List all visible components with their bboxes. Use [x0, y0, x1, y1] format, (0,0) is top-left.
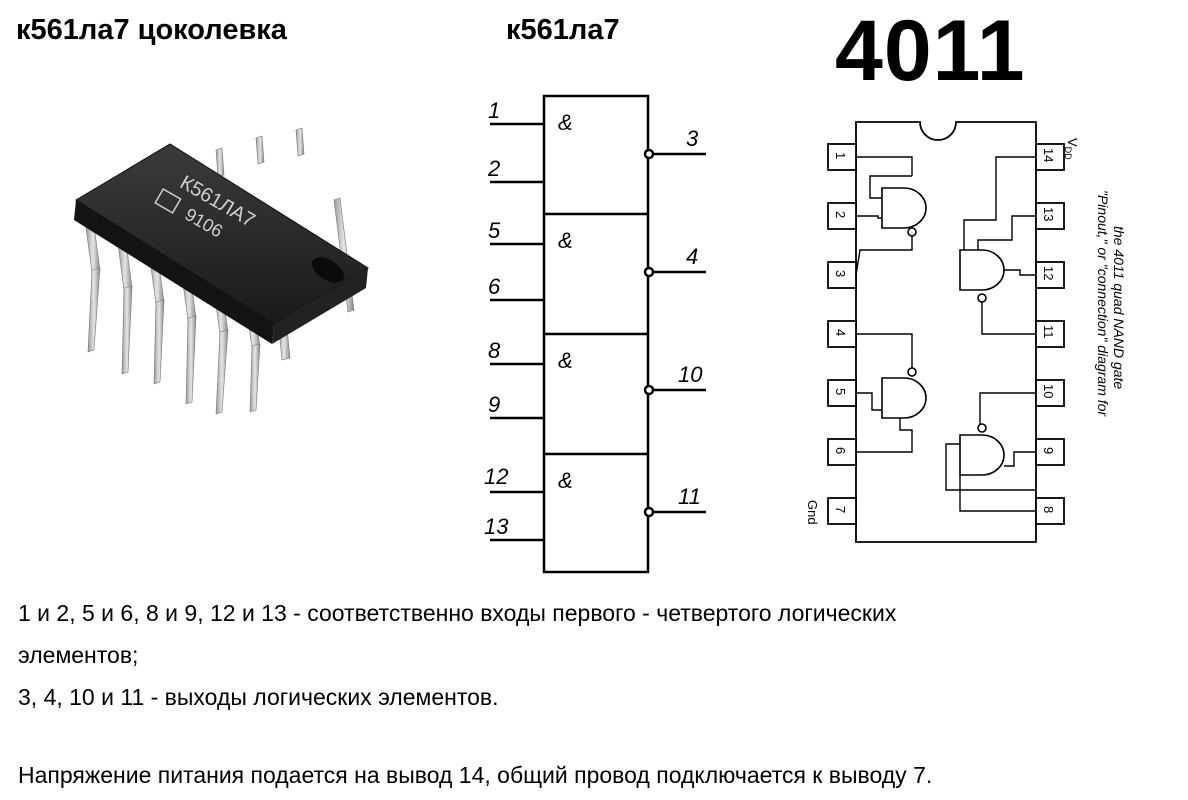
pinout-caption-2: the 4011 quad NAND gate: [1111, 226, 1127, 389]
cmos-title: 4011: [835, 3, 1026, 99]
chip-photo: К561ЛА7 9106: [74, 127, 369, 415]
pinout-pin-5: 5: [833, 388, 848, 395]
pin-label-6: 6: [488, 274, 501, 299]
gate-symbol-3: &: [558, 348, 573, 373]
pinout-pin-10: 10: [1041, 384, 1056, 398]
pinout-wiring: [855, 156, 1036, 512]
inputs-description-line2: элементов;: [18, 642, 139, 668]
pin-label-10: 10: [678, 362, 703, 387]
pinout-pin-7: 7: [833, 506, 848, 513]
nand-gate-3: [881, 377, 927, 419]
pinout-pin-3: 3: [833, 270, 848, 277]
gnd-label: Gnd: [805, 500, 820, 525]
pin-label-11: 11: [678, 484, 701, 509]
pinout-pin-12: 12: [1041, 266, 1056, 280]
pinout-pin-11: 11: [1041, 325, 1056, 339]
pinout-pin-8: 8: [1041, 506, 1056, 513]
pinout-pin-13: 13: [1041, 207, 1056, 221]
power-description: Напряжение питания подается на вывод 14,…: [18, 762, 933, 788]
pinout-pin-9: 9: [1041, 447, 1056, 454]
pinout-pin-4: 4: [833, 329, 848, 336]
schematic-title: к561ла7: [506, 14, 620, 46]
pinout-caption-1: "Pinout," or "connection" diagram for: [1095, 190, 1111, 417]
pin-label-4: 4: [686, 244, 698, 269]
vdd-label: VDD: [1063, 138, 1080, 160]
pin-label-12: 12: [484, 464, 508, 489]
pin-label-2: 2: [487, 156, 500, 181]
pin-label-3: 3: [686, 126, 699, 151]
pinout-title: к561ла7 цоколевка: [16, 14, 287, 46]
pin-label-5: 5: [488, 218, 501, 243]
nand-schematic: & & & & 1 2 5 6 8 9 12 13 3 4 10 11: [484, 94, 706, 574]
pinout-4011-diagram: 1 2 3 4 5 6 7 14 13 12 11 10 9 8 VDD Gnd: [805, 121, 1127, 543]
pin-label-13: 13: [484, 514, 509, 539]
gate-symbol-4: &: [558, 468, 573, 493]
inputs-description-line1: 1 и 2, 5 и 6, 8 и 9, 12 и 13 - соответст…: [18, 600, 897, 626]
pin-label-8: 8: [488, 338, 501, 363]
pinout-pin-2: 2: [833, 211, 848, 218]
gate-symbol-1: &: [558, 110, 573, 135]
nand-gate-2: [959, 249, 1005, 291]
nand-gate-4: [959, 434, 1005, 476]
gate-symbol-2: &: [558, 228, 573, 253]
pinout-pin-14: 14: [1041, 148, 1056, 162]
pinout-pin-1: 1: [833, 152, 848, 159]
pinout-pin-6: 6: [833, 447, 848, 454]
nand-gate-1: [881, 187, 927, 229]
outputs-description: 3, 4, 10 и 11 - выходы логических элемен…: [18, 684, 499, 710]
pin-label-9: 9: [488, 392, 500, 417]
pin-label-1: 1: [488, 98, 500, 123]
